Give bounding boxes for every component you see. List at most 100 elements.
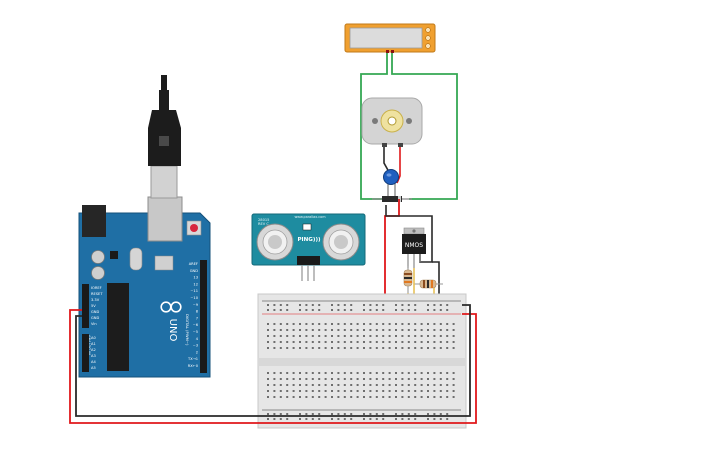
breadboard-hole[interactable] [401, 413, 404, 415]
breadboard-hole[interactable] [311, 384, 314, 386]
breadboard-hole[interactable] [267, 384, 269, 386]
breadboard-hole[interactable] [279, 418, 282, 420]
breadboard-hole[interactable] [401, 418, 404, 420]
breadboard-hole[interactable] [388, 341, 391, 343]
breadboard-hole[interactable] [286, 309, 289, 311]
breadboard-hole[interactable] [305, 378, 308, 380]
breadboard-hole[interactable] [273, 347, 276, 349]
breadboard-hole[interactable] [407, 335, 410, 337]
breadboard-hole[interactable] [375, 396, 378, 398]
breadboard-hole[interactable] [305, 413, 308, 415]
breadboard-hole[interactable] [318, 372, 321, 374]
breadboard-hole[interactable] [331, 309, 333, 311]
breadboard-hole[interactable] [299, 372, 301, 374]
breadboard-hole[interactable] [375, 304, 378, 306]
breadboard-hole[interactable] [452, 335, 455, 337]
breadboard-hole[interactable] [299, 396, 301, 398]
breadboard-hole[interactable] [267, 347, 269, 349]
breadboard-hole[interactable] [363, 396, 365, 398]
breadboard-hole[interactable] [324, 335, 327, 337]
breadboard-hole[interactable] [439, 396, 442, 398]
breadboard-hole[interactable] [388, 323, 391, 325]
breadboard-hole[interactable] [324, 329, 327, 331]
nmos-transistor[interactable]: NMOS [402, 227, 426, 268]
breadboard-hole[interactable] [286, 418, 289, 420]
breadboard-hole[interactable] [331, 418, 333, 420]
breadboard-hole[interactable] [292, 390, 295, 392]
breadboard-hole[interactable] [343, 304, 346, 306]
breadboard-hole[interactable] [395, 378, 397, 380]
breadboard-hole[interactable] [292, 384, 295, 386]
breadboard-hole[interactable] [388, 329, 391, 331]
breadboard-hole[interactable] [286, 372, 289, 374]
breadboard-hole[interactable] [414, 347, 417, 349]
breadboard-hole[interactable] [427, 384, 429, 386]
breadboard-hole[interactable] [446, 378, 449, 380]
breadboard-hole[interactable] [356, 341, 359, 343]
breadboard-hole[interactable] [305, 309, 308, 311]
breadboard-hole[interactable] [446, 372, 449, 374]
breadboard-hole[interactable] [350, 378, 353, 380]
breadboard-hole[interactable] [356, 372, 359, 374]
ultrasonic-sensor[interactable]: 28015 REV C www.parallax.com PING))) [251, 213, 366, 266]
breadboard-hole[interactable] [446, 341, 449, 343]
breadboard-hole[interactable] [273, 390, 276, 392]
breadboard-hole[interactable] [369, 372, 372, 374]
breadboard-hole[interactable] [337, 323, 340, 325]
breadboard-hole[interactable] [382, 329, 385, 331]
breadboard-hole[interactable] [324, 378, 327, 380]
breadboard-hole[interactable] [439, 341, 442, 343]
breadboard-hole[interactable] [337, 304, 340, 306]
breadboard-hole[interactable] [401, 341, 404, 343]
breadboard-hole[interactable] [350, 309, 353, 311]
breadboard-hole[interactable] [305, 418, 308, 420]
breadboard-hole[interactable] [324, 372, 327, 374]
breadboard-hole[interactable] [439, 304, 442, 306]
breadboard-hole[interactable] [273, 309, 276, 311]
breadboard-hole[interactable] [286, 384, 289, 386]
breadboard-hole[interactable] [420, 335, 423, 337]
breadboard-hole[interactable] [395, 396, 397, 398]
breadboard-hole[interactable] [279, 378, 282, 380]
breadboard-hole[interactable] [267, 341, 269, 343]
breadboard-hole[interactable] [433, 309, 436, 311]
breadboard-hole[interactable] [267, 309, 269, 311]
breadboard-hole[interactable] [452, 347, 455, 349]
breadboard-hole[interactable] [427, 329, 429, 331]
breadboard-hole[interactable] [343, 396, 346, 398]
breadboard-hole[interactable] [311, 335, 314, 337]
breadboard-hole[interactable] [446, 309, 449, 311]
breadboard-hole[interactable] [395, 309, 397, 311]
breadboard-hole[interactable] [369, 347, 372, 349]
breadboard-hole[interactable] [439, 418, 442, 420]
breadboard-hole[interactable] [382, 413, 385, 415]
breadboard-hole[interactable] [363, 413, 365, 415]
breadboard-hole[interactable] [350, 347, 353, 349]
breadboard-hole[interactable] [375, 372, 378, 374]
breadboard-hole[interactable] [407, 323, 410, 325]
breadboard-hole[interactable] [279, 309, 282, 311]
breadboard-hole[interactable] [446, 323, 449, 325]
breadboard-hole[interactable] [382, 341, 385, 343]
breadboard-hole[interactable] [395, 384, 397, 386]
breadboard-hole[interactable] [382, 384, 385, 386]
breadboard-hole[interactable] [311, 309, 314, 311]
breadboard-hole[interactable] [286, 323, 289, 325]
breadboard-hole[interactable] [375, 335, 378, 337]
breadboard-hole[interactable] [414, 329, 417, 331]
breadboard-hole[interactable] [311, 413, 314, 415]
breadboard-hole[interactable] [433, 413, 436, 415]
breadboard-hole[interactable] [279, 347, 282, 349]
breadboard-hole[interactable] [343, 418, 346, 420]
breadboard-hole[interactable] [343, 309, 346, 311]
breadboard-hole[interactable] [427, 372, 429, 374]
breadboard-hole[interactable] [452, 384, 455, 386]
breadboard-hole[interactable] [414, 378, 417, 380]
breadboard-hole[interactable] [350, 384, 353, 386]
breadboard-hole[interactable] [331, 341, 333, 343]
battery-terminal-mid[interactable] [425, 35, 431, 41]
breadboard-hole[interactable] [350, 329, 353, 331]
breadboard-hole[interactable] [267, 323, 269, 325]
breadboard-hole[interactable] [331, 304, 333, 306]
breadboard-hole[interactable] [267, 329, 269, 331]
